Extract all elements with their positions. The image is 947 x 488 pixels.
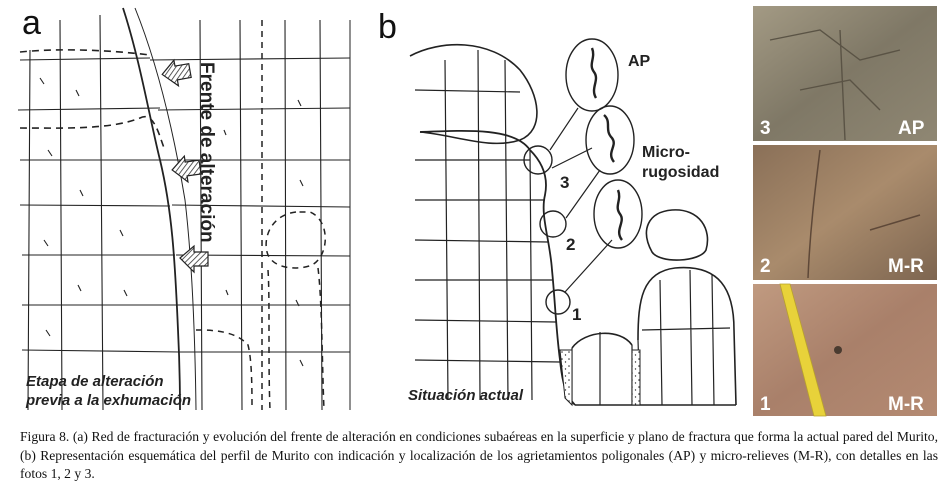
stage-label-line2: previa a la exhumación — [25, 392, 191, 409]
figure-8: a Frente de alteración Etapa de alteraci… — [17, 4, 937, 417]
photo-2-number: 2 — [760, 256, 771, 277]
site-number-3: 3 — [560, 173, 569, 192]
callout-ap-label: AP — [628, 53, 651, 70]
figure-caption: Figura 8. (a) Red de fracturación y evol… — [20, 429, 938, 481]
photo-3-code: AP — [898, 118, 925, 139]
soil-fills — [559, 349, 641, 407]
photo-1-number: 1 — [760, 394, 771, 415]
callout-micro-label-line1: Micro- — [642, 144, 690, 161]
alteration-front-label: Frente de alteración — [196, 62, 217, 243]
panel-b-letter: b — [378, 8, 397, 46]
site-number-1: 1 — [572, 305, 581, 324]
current-situation-label: Situación actual — [408, 387, 524, 404]
stage-label-line1: Etapa de alteración — [26, 373, 164, 390]
photo-2: 2 M-R — [753, 145, 937, 280]
photo-3-number: 3 — [760, 118, 771, 139]
photo-1: 1 M-R — [753, 283, 937, 417]
site-number-2: 2 — [566, 235, 575, 254]
photo-3: 3 AP — [753, 6, 937, 141]
panel-a-sketch — [17, 7, 351, 411]
callout-micro-label-line2: rugosidad — [642, 164, 719, 181]
panel-a-letter: a — [22, 4, 41, 42]
photo-1-code: M-R — [888, 394, 924, 415]
panel-b-sketch — [409, 38, 737, 406]
alteration-arrows — [161, 58, 209, 274]
photo-2-code: M-R — [888, 256, 924, 277]
